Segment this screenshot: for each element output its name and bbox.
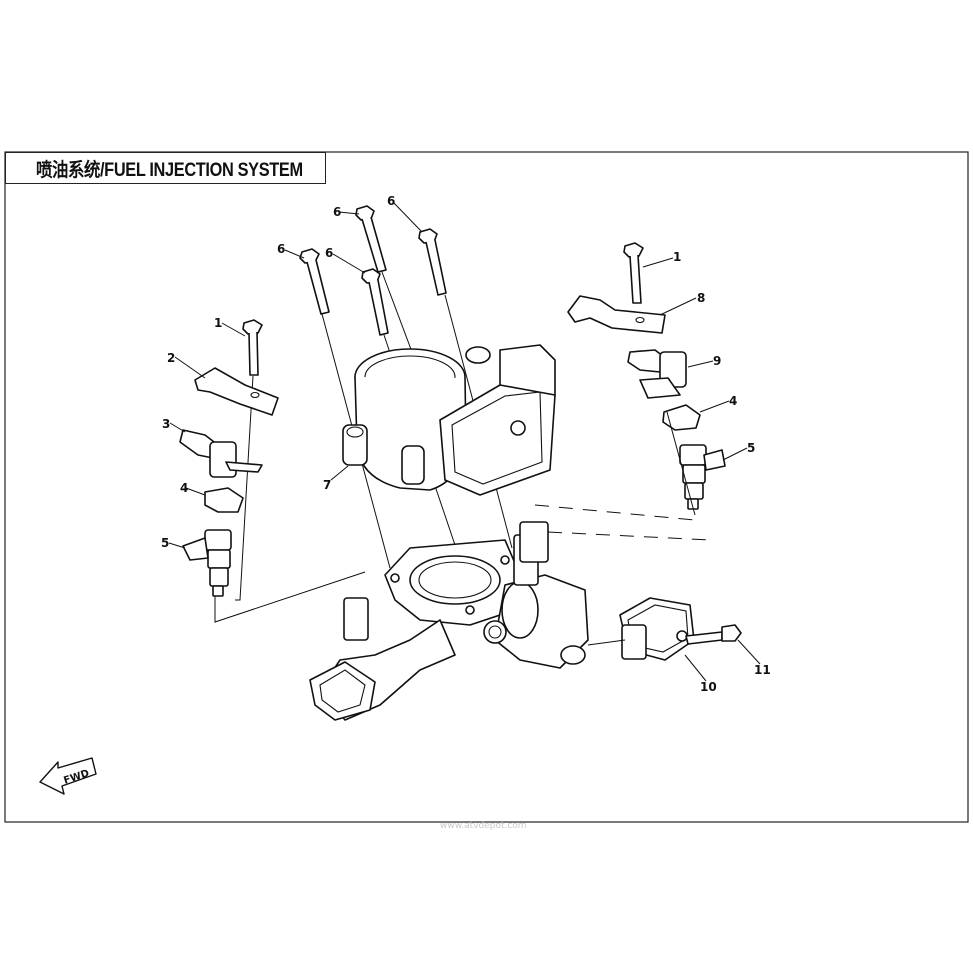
callout-2: 2	[167, 351, 175, 365]
bolt-6c	[361, 268, 389, 336]
fwd-arrow-icon: FWD	[39, 757, 97, 795]
watermark: www.atvdepot.com	[440, 821, 527, 831]
callout-6d: 6	[387, 194, 395, 208]
bolt-6d	[418, 228, 447, 296]
clip-4-right	[662, 404, 701, 431]
callout-3: 3	[162, 417, 170, 431]
callout-4-left: 4	[180, 481, 188, 495]
callout-5-right: 5	[747, 441, 755, 455]
clip-4-left	[204, 487, 244, 513]
bolt-1-right	[623, 242, 644, 304]
callout-7: 7	[323, 478, 331, 492]
bracket-8	[567, 295, 666, 334]
callout-9: 9	[713, 354, 721, 368]
fuel-connector-9	[627, 349, 687, 399]
bolt-6a	[299, 248, 330, 315]
diagram-title: 喷油系统/FUEL INJECTION SYSTEM	[36, 159, 303, 181]
callout-6a: 6	[277, 242, 285, 256]
sensor-10	[619, 597, 695, 661]
intake-manifold	[309, 521, 589, 721]
bolt-1-left	[242, 319, 263, 376]
callout-11: 11	[754, 663, 771, 677]
callout-8: 8	[697, 291, 705, 305]
callout-6c: 6	[325, 246, 333, 260]
diagram-border	[4, 151, 969, 823]
diagram-title-box: 喷油系统/FUEL INJECTION SYSTEM	[5, 152, 326, 184]
callout-1-left: 1	[214, 316, 222, 330]
callout-5-left: 5	[161, 536, 169, 550]
injector-5-right	[679, 444, 726, 510]
bracket-2	[194, 367, 279, 416]
bolt-11	[685, 624, 742, 645]
callout-6b: 6	[333, 205, 341, 219]
bolt-6b	[355, 205, 387, 273]
fuel-connector-3	[179, 429, 263, 478]
throttle-body	[342, 344, 556, 496]
callout-4-right: 4	[729, 394, 737, 408]
callout-1-right: 1	[673, 250, 681, 264]
injector-5-left	[182, 529, 232, 597]
callout-10: 10	[700, 680, 717, 694]
